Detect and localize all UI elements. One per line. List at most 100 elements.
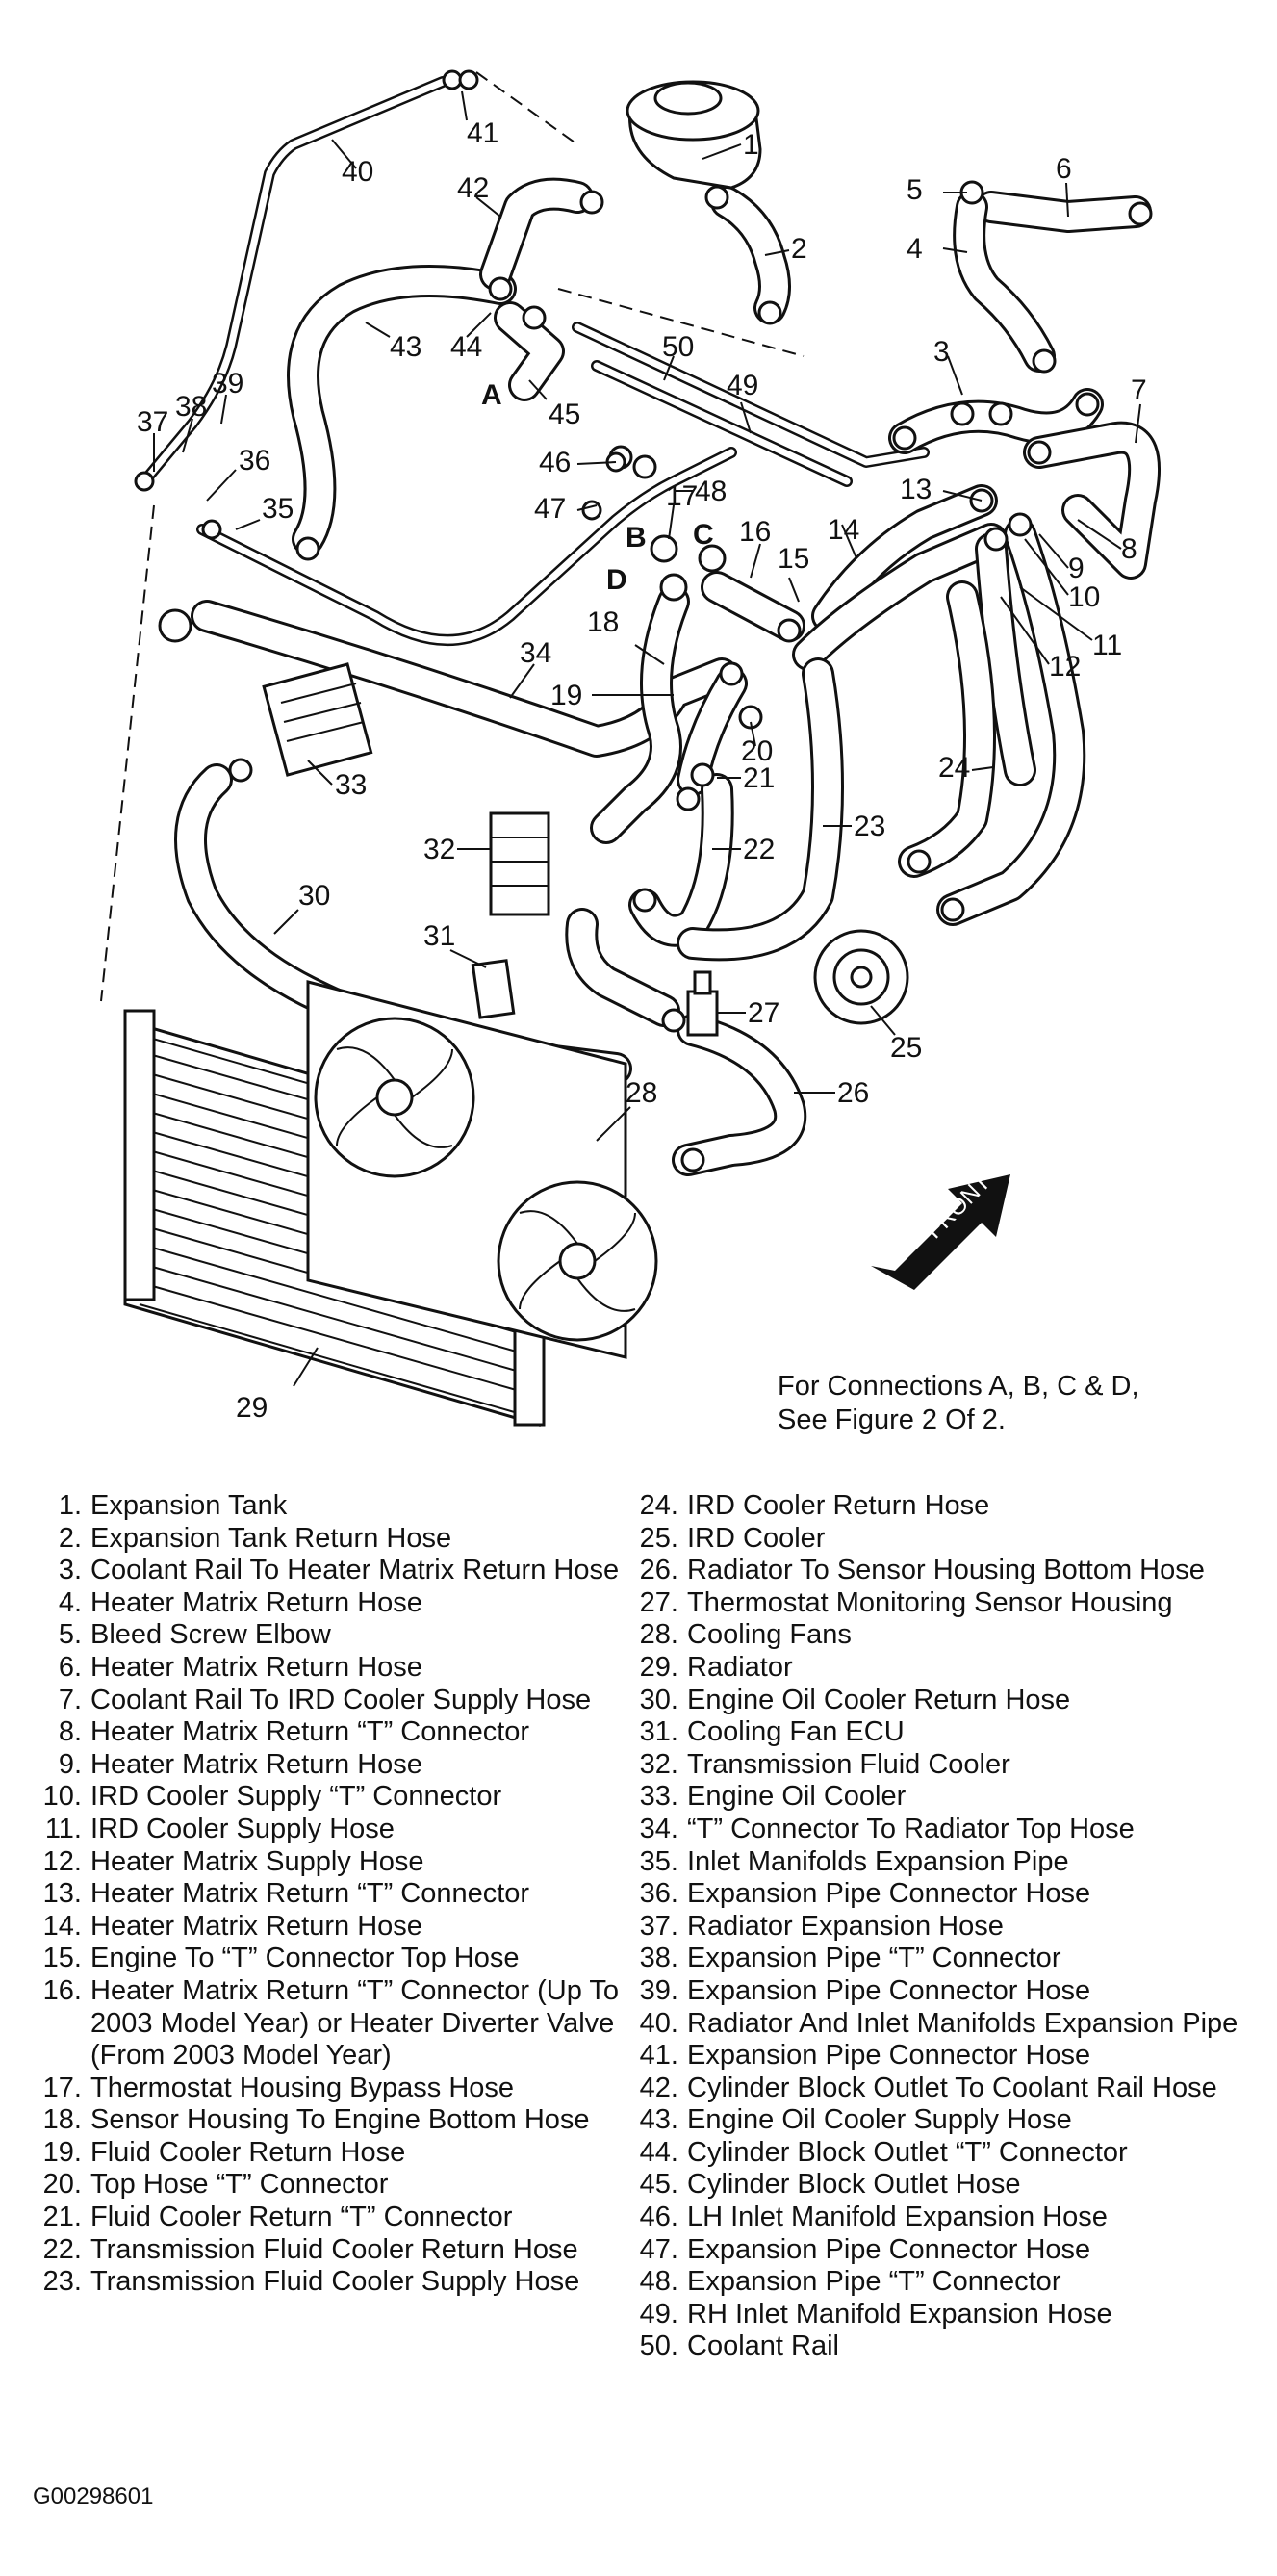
legend-item: 1.Expansion Tank	[33, 1490, 634, 1523]
legend-number: 20.	[42, 2169, 82, 2201]
legend-number: 37.	[639, 1910, 678, 1942]
legend-text: IRD Cooler	[687, 1522, 826, 1554]
legend-number: 2.	[58, 1522, 82, 1554]
callout-31: 31	[423, 920, 455, 952]
legend-number: 13.	[42, 1878, 82, 1910]
legend-number: 7.	[58, 1684, 82, 1715]
cooling-fans	[306, 980, 658, 1359]
expansion-tank	[626, 80, 762, 190]
hose-clips	[134, 69, 1153, 1172]
legend-item: 46.LH Inlet Manifold Expansion Hose	[631, 2202, 1271, 2234]
legend-text: RH Inlet Manifold Expansion Hose	[687, 2298, 1112, 2330]
legend-number: 33.	[639, 1781, 678, 1813]
guide-line	[557, 288, 805, 357]
legend-item: 42.Cylinder Block Outlet To Coolant Rail…	[631, 2073, 1271, 2105]
legend-item: 19.Fluid Cooler Return Hose	[33, 2137, 634, 2170]
callout-13: 13	[900, 474, 932, 505]
legend-text: Expansion Pipe Connector Hose	[687, 2233, 1091, 2265]
legend-item: 23.Transmission Fluid Cooler Supply Hose	[33, 2266, 634, 2299]
legend-number: 14.	[42, 1910, 82, 1942]
callout-14: 14	[828, 514, 859, 546]
legend-item: 32.Transmission Fluid Cooler	[631, 1749, 1271, 1782]
callout-30: 30	[298, 880, 330, 912]
callout-6: 6	[1056, 153, 1072, 185]
callout-38: 38	[175, 391, 207, 423]
callout-26: 26	[837, 1077, 869, 1109]
callout-10: 10	[1068, 581, 1100, 613]
legend-text: Cylinder Block Outlet Hose	[687, 2169, 1021, 2201]
legend-item: 24. IRD Cooler Return Hose	[631, 1490, 1271, 1523]
legend-text: Top Hose “T” Connector	[90, 2169, 389, 2201]
legend-number: 10.	[42, 1781, 82, 1813]
legend-text: Heater Matrix Return Hose	[90, 1651, 422, 1683]
callout-36: 36	[239, 445, 270, 477]
legend-text: Expansion Tank	[90, 1490, 288, 1521]
callout-45: 45	[549, 399, 580, 430]
callout-25: 25	[890, 1032, 922, 1064]
legend-text: Cooling Fan ECU	[687, 1716, 905, 1748]
callout-46: 46	[539, 447, 571, 478]
callout-49: 49	[727, 370, 758, 401]
legend-text: Sensor Housing To Engine Bottom Hose	[90, 2104, 590, 2136]
legend-item: 8.Heater Matrix Return “T” Connector	[33, 1716, 634, 1749]
legend-item: 12.Heater Matrix Supply Hose	[33, 1846, 634, 1879]
legend-text: Cooling Fans	[687, 1619, 852, 1651]
legend-item: 29.Radiator	[631, 1652, 1271, 1685]
legend-text: Inlet Manifolds Expansion Pipe	[687, 1845, 1069, 1877]
legend-item: 13.Heater Matrix Return “T” Connector	[33, 1878, 634, 1911]
legend-text: “T” Connector To Radiator Top Hose	[687, 1813, 1135, 1844]
transmission-fluid-cooler	[489, 811, 550, 916]
legend-number: 45.	[639, 2169, 678, 2201]
legend-item: 27.Thermostat Monitoring Sensor Housing	[631, 1587, 1271, 1620]
callout-7: 7	[1131, 374, 1147, 406]
legend-item: 17.Thermostat Housing Bypass Hose	[33, 2073, 634, 2105]
legend-item: 41.Expansion Pipe Connector Hose	[631, 2040, 1271, 2073]
legend-number: 24.	[639, 1490, 678, 1521]
legend-item: 11.IRD Cooler Supply Hose	[33, 1814, 634, 1846]
callout-1: 1	[743, 129, 759, 161]
legend-item: 10.IRD Cooler Supply “T” Connector	[33, 1781, 634, 1814]
callout-4: 4	[907, 233, 923, 265]
callout-39: 39	[212, 368, 243, 399]
legend-text: Engine Oil Cooler	[687, 1781, 907, 1813]
callout-43: 43	[390, 331, 421, 363]
connection-b: B	[626, 522, 647, 554]
callout-3: 3	[933, 336, 950, 368]
thermostat-sensor-housing	[686, 970, 719, 1037]
legend-text: Cylinder Block Outlet “T” Connector	[687, 2136, 1128, 2168]
legend-number: 49.	[639, 2298, 678, 2330]
legend-text: Heater Matrix Supply Hose	[90, 1845, 424, 1877]
legend-number: 22.	[42, 2233, 82, 2265]
callout-11: 11	[1092, 630, 1122, 661]
callout-34: 34	[520, 637, 551, 669]
connections-note: For Connections A, B, C & D, See Figure …	[778, 1371, 1139, 1435]
legend-item: 50.Coolant Rail	[631, 2331, 1271, 2363]
legend-item: 22.Transmission Fluid Cooler Return Hose	[33, 2234, 634, 2267]
callout-37: 37	[137, 406, 168, 438]
cooling-fan-ecu	[471, 959, 516, 1019]
legend-number: 38.	[639, 1943, 678, 1974]
callout-32: 32	[423, 834, 455, 865]
engine-oil-cooler	[262, 662, 373, 777]
legend-item: 5.Bleed Screw Elbow	[33, 1619, 634, 1652]
legend-item: 18.Sensor Housing To Engine Bottom Hose	[33, 2104, 634, 2137]
legend-item: 7.Coolant Rail To IRD Cooler Supply Hose	[33, 1685, 634, 1717]
legend-item: 20.Top Hose “T” Connector	[33, 2169, 634, 2202]
callout-15: 15	[778, 543, 809, 575]
legend-text: Coolant Rail	[687, 2331, 839, 2362]
callout-8: 8	[1121, 533, 1137, 565]
callout-2: 2	[791, 233, 807, 265]
legend-text: IRD Cooler Return Hose	[687, 1490, 990, 1521]
legend-number: 36.	[639, 1878, 678, 1910]
callout-22: 22	[743, 834, 775, 865]
legend-number: 23.	[42, 2266, 82, 2298]
legend-text: Expansion Pipe “T” Connector	[687, 1943, 1061, 1974]
connection-labels: A B C D	[481, 379, 714, 596]
legend-item: 43.Engine Oil Cooler Supply Hose	[631, 2104, 1271, 2137]
callout-42: 42	[457, 172, 489, 204]
legend-text: Transmission Fluid Cooler Supply Hose	[90, 2266, 580, 2298]
legend-text: Radiator	[687, 1651, 793, 1683]
legend-text: Coolant Rail To Heater Matrix Return Hos…	[90, 1555, 620, 1586]
legend-item: 31.Cooling Fan ECU	[631, 1716, 1271, 1749]
